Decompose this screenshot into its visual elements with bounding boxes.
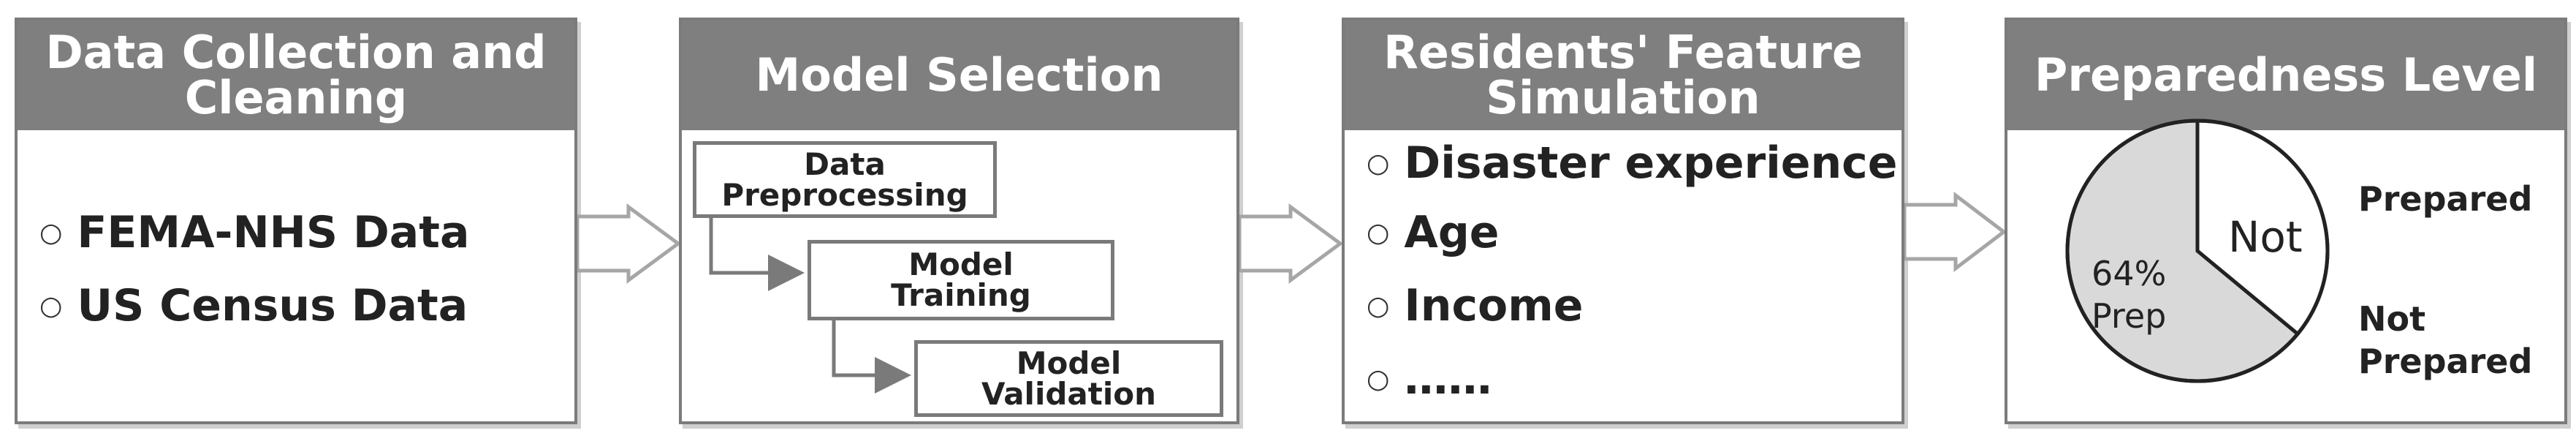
feature-simulation-title: Residents' Feature Simulation (1383, 26, 1863, 124)
preparedness-title: Preparedness Level (2034, 48, 2538, 102)
bullet-icon: ○ (39, 217, 63, 248)
step-training: Model Training (808, 240, 1114, 320)
list-item: ○ Disaster experience (1367, 138, 1897, 189)
list-item-label: Income (1404, 280, 1584, 331)
legend-prepared: Prepared (2358, 179, 2533, 219)
flow-arrow-icon (1239, 203, 1342, 284)
list-item: ○ Age (1367, 207, 1500, 258)
preparedness-panel: Preparedness Level 64% Prep Not Prepared… (2005, 18, 2567, 424)
list-item-label: …… (1404, 353, 1492, 405)
model-selection-panel: Model Selection Data Preprocessing Model… (679, 18, 1239, 424)
pie-outline (2065, 118, 2330, 383)
bullet-icon: ○ (1367, 217, 1390, 248)
pie-slice-label-prepared: 64% Prep (2091, 254, 2167, 336)
flow-arrow-icon (1904, 191, 2007, 273)
bullet-icon: ○ (1367, 290, 1390, 321)
step-label: Model Validation (981, 345, 1156, 412)
data-collection-panel: Data Collection and Cleaning ○ FEMA-NHS … (15, 18, 577, 424)
step-validation: Model Validation (914, 340, 1223, 417)
preparedness-header: Preparedness Level (2007, 20, 2564, 130)
legend-not-prepared: Not Prepared (2358, 299, 2533, 381)
list-item: ○ …… (1367, 353, 1492, 405)
pie-slice-label-not: Not (2228, 212, 2303, 262)
list-item-label: Age (1404, 207, 1500, 258)
step-label: Model Training (891, 247, 1031, 313)
feature-simulation-panel: Residents' Feature Simulation ○ Disaster… (1342, 18, 1904, 424)
bullet-icon: ○ (1367, 364, 1390, 394)
list-item: ○ FEMA-NHS Data (39, 207, 469, 258)
model-selection-title: Model Selection (755, 48, 1163, 102)
flow-arrow-icon (577, 203, 680, 284)
list-item: ○ Income (1367, 280, 1583, 331)
data-collection-header: Data Collection and Cleaning (18, 20, 574, 130)
step-preprocessing: Data Preprocessing (693, 141, 997, 218)
list-item-label: Disaster experience (1404, 138, 1898, 189)
bullet-icon: ○ (39, 290, 63, 321)
model-selection-header: Model Selection (682, 20, 1236, 130)
preparedness-pie-chart (2065, 118, 2330, 383)
bullet-icon: ○ (1367, 148, 1390, 178)
data-collection-title: Data Collection and Cleaning (45, 26, 547, 124)
list-item-label: US Census Data (77, 280, 468, 331)
feature-simulation-header: Residents' Feature Simulation (1345, 20, 1901, 130)
step-connectors (709, 218, 911, 394)
step-label: Data Preprocessing (721, 146, 968, 213)
list-item: ○ US Census Data (39, 280, 468, 331)
list-item-label: FEMA-NHS Data (77, 207, 470, 258)
